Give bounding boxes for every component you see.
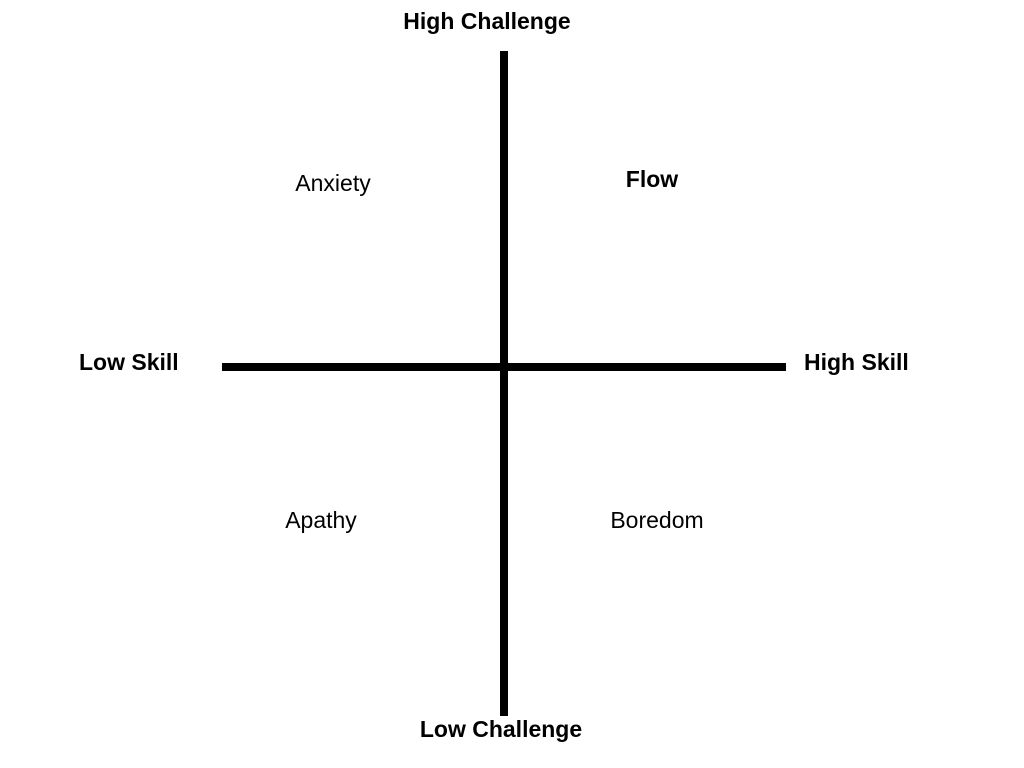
axis-label-high-skill: High Skill — [804, 349, 909, 375]
axis-label-low-skill: Low Skill — [79, 349, 179, 375]
vertical-axis-line — [500, 51, 508, 716]
quadrant-label-flow: Flow — [625, 166, 679, 192]
horizontal-axis-line — [222, 363, 786, 371]
quadrant-label-anxiety: Anxiety — [295, 170, 371, 196]
quadrant-label-apathy: Apathy — [285, 507, 357, 533]
axis-label-low-challenge: Low Challenge — [419, 716, 583, 742]
axis-label-high-challenge: High Challenge — [403, 8, 571, 34]
quadrant-label-boredom: Boredom — [610, 507, 704, 533]
